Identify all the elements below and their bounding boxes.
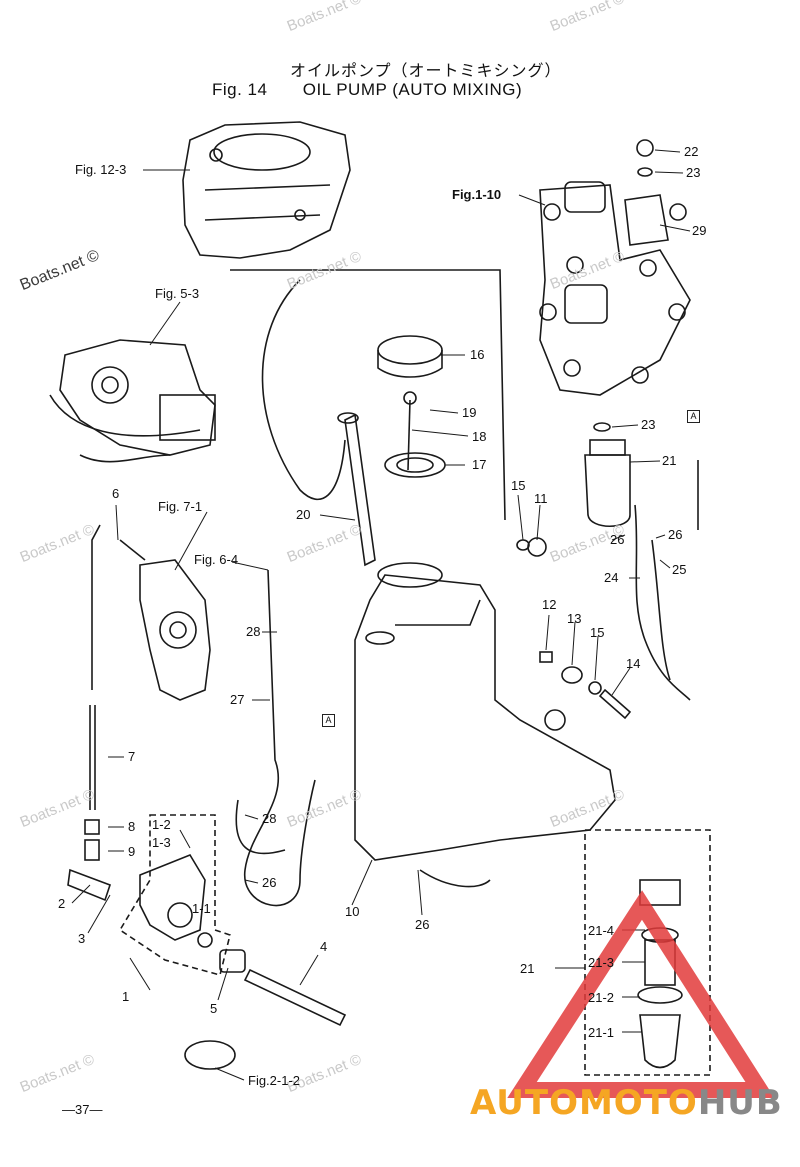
part-label: 24 (604, 570, 619, 585)
part-label: 19 (462, 405, 477, 420)
part-label: 8 (128, 819, 136, 834)
part-label: 18 (472, 429, 487, 444)
part-label: 20 (296, 507, 311, 522)
part-label: 13 (567, 611, 582, 626)
figure-title-english: OIL PUMP (AUTO MIXING) (302, 80, 523, 99)
part-label: 27 (230, 692, 245, 707)
ref-fig-2-1-2: Fig.2-1-2 (248, 1073, 301, 1088)
part-label: 4 (320, 939, 328, 954)
part-label: 10 (345, 904, 360, 919)
part-label: 5 (210, 1001, 218, 1016)
part-label: 11 (534, 491, 548, 506)
part-label: 15 (590, 625, 605, 640)
part-label: 14 (626, 656, 641, 671)
oil-pump-drawing (67, 814, 347, 1070)
figure-title: Fig. 14 OIL PUMP (AUTO MIXING) (212, 80, 522, 100)
logo-text-automoto: AUTOMOTO (470, 1083, 698, 1123)
part-label: 12 (542, 597, 557, 612)
ref-fig-12-3: Fig. 12-3 (75, 162, 127, 177)
joint-plate-drawing (539, 139, 691, 396)
part-label: 21-1 (588, 1025, 615, 1040)
connection-marker: A (322, 714, 335, 727)
part-label: 7 (128, 749, 136, 764)
ref-fig-6-4: Fig. 6-4 (194, 552, 239, 567)
logo-text-hub: HUB (697, 1083, 783, 1123)
part-label: 21-3 (588, 955, 615, 970)
figure-number: Fig. 14 (212, 80, 268, 99)
part-label: 17 (472, 457, 487, 472)
part-label: 23 (641, 417, 656, 432)
part-label: 2 (58, 896, 66, 911)
part-label: 6 (112, 486, 120, 501)
engine-bracket-drawing (182, 121, 351, 259)
ref-fig-7-1: Fig. 7-1 (158, 499, 203, 514)
automotohub-logo: AUTOMOTOHUB (470, 1083, 783, 1123)
part-label: 26 (610, 532, 625, 547)
part-label: 21 (520, 961, 535, 976)
part-label: 1-1 (192, 901, 211, 916)
part-label: 26 (262, 875, 277, 890)
carburetor-drawing (49, 339, 216, 463)
part-label: 28 (246, 624, 261, 639)
part-label: 29 (692, 223, 707, 238)
part-label: 15 (511, 478, 526, 493)
logo-triangle (507, 890, 775, 1098)
part-label: 28 (262, 811, 277, 826)
title-japanese: オイルポンプ（オートミキシング） (290, 63, 562, 80)
lever-drawing (119, 539, 211, 701)
part-label: 26 (668, 527, 683, 542)
part-label: 1-2 (152, 817, 171, 832)
ref-fig-5-3: Fig. 5-3 (155, 286, 200, 301)
part-label: 1-3 (152, 835, 171, 850)
part-label: 21-2 (588, 990, 615, 1005)
ref-fig-1-10: Fig.1-10 (452, 187, 502, 202)
part-label: 3 (78, 931, 86, 946)
part-label: 9 (128, 844, 136, 859)
part-label: 23 (686, 165, 701, 180)
part-label: 21-4 (588, 923, 615, 938)
fuel-filter-drawing (584, 422, 699, 701)
part-label: 21 (662, 453, 677, 468)
part-label: 1 (122, 989, 130, 1004)
part-label: 16 (470, 347, 485, 362)
part-label: 26 (415, 917, 430, 932)
part-label: 22 (684, 144, 699, 159)
page-number: —37— (62, 1102, 103, 1117)
part-label: 25 (672, 562, 687, 577)
connection-marker: A (687, 410, 700, 423)
